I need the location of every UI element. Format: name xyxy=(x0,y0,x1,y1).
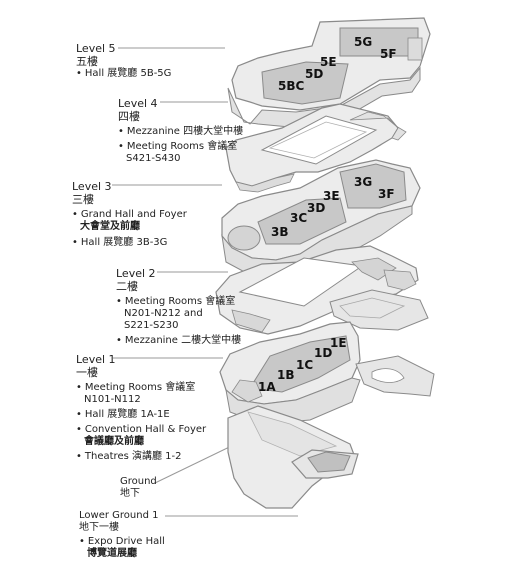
hall-label-5g: 5G xyxy=(354,35,372,49)
lower-ground-chinese-title: 地下一樓 xyxy=(79,522,119,533)
level4-legend: Level 4 四樓 Mezzanine 四樓大堂中樓 Meeting Room… xyxy=(118,97,243,165)
lower-ground-item-expo-drive-hall-cn: 博覽道展廳 xyxy=(87,548,137,559)
level3-item-hall: Hall 展覽廳 3B-3G xyxy=(72,237,187,249)
level2-chinese-title: 二樓 xyxy=(116,280,138,293)
level2-item-room-range-south: S221-S230 xyxy=(124,320,179,331)
level1-chinese-title: 一樓 xyxy=(76,366,98,379)
level3-legend: Level 3 三樓 Grand Hall and Foyer 大會堂及前廳 H… xyxy=(72,180,187,249)
level5-legend: Level 5 五樓 Hall 展覽廳 5B-5G xyxy=(76,42,171,80)
ground-floor xyxy=(227,405,357,509)
hall-block-3b-3e xyxy=(257,197,347,245)
level1-legend: Level 1 一樓 Meeting Rooms 會議室 N101-N112 H… xyxy=(76,353,206,463)
hall-label-5bc: 5BC xyxy=(278,79,304,93)
level1-item-meeting-rooms: Meeting Rooms 會議室 xyxy=(76,382,206,394)
level3-chinese-title: 三樓 xyxy=(72,193,94,206)
hall-label-3f: 3F xyxy=(378,187,395,201)
level4-item-room-range: S421-S430 xyxy=(126,153,181,164)
level1-item-convention-hall: Convention Hall & Foyer xyxy=(76,424,206,436)
lower-ground-legend: Lower Ground 1 地下一樓 Expo Drive Hall 博覽道展… xyxy=(79,510,165,560)
hall-label-5f: 5F xyxy=(380,47,397,61)
hall-label-3e: 3E xyxy=(323,189,340,203)
hall-block-5g-5f xyxy=(339,27,419,57)
level2-floor xyxy=(215,245,429,335)
level3-hall-labels: 3G 3F 3E 3D 3C 3B xyxy=(271,175,395,239)
level1-title: Level 1 xyxy=(76,353,116,366)
hall-block-5bc-5d-5e xyxy=(261,61,349,105)
hall-label-3d: 3D xyxy=(307,201,325,215)
hall-label-1a: 1A xyxy=(258,380,276,394)
lower-ground-title: Lower Ground 1 xyxy=(79,510,159,521)
hall-label-3g: 3G xyxy=(354,175,372,189)
hall-label-5d: 5D xyxy=(305,67,323,81)
level2-legend: Level 2 二樓 Meeting Rooms 會議室 N201-N212 a… xyxy=(116,267,241,347)
hall-label-3c: 3C xyxy=(290,211,307,225)
level1-item-theatres: Theatres 演講廳 1-2 xyxy=(76,451,206,463)
level4-item-mezzanine: Mezzanine 四樓大堂中樓 xyxy=(118,126,243,138)
hall-label-1c: 1C xyxy=(296,358,313,372)
lower-ground-item-expo-drive-hall: Expo Drive Hall xyxy=(79,536,165,548)
hall-block-3f-3g xyxy=(339,163,407,209)
hall-label-5e: 5E xyxy=(320,55,337,69)
ground-chinese-title: 地下 xyxy=(120,488,140,499)
level4-title: Level 4 xyxy=(118,97,158,110)
level1-floor xyxy=(219,321,435,425)
level5-floor xyxy=(227,17,431,129)
lower-ground-floor xyxy=(291,449,359,479)
hall-block-1a-1e xyxy=(249,335,351,393)
level5-title: Level 5 xyxy=(76,42,116,55)
level1-item-hall: Hall 展覽廳 1A-1E xyxy=(76,409,206,421)
hall-label-1e: 1E xyxy=(330,336,347,350)
level4-floor xyxy=(225,103,407,193)
level2-title: Level 2 xyxy=(116,267,156,280)
level1-hall-labels: 1E 1D 1C 1B 1A xyxy=(258,336,347,394)
expo-drive-hall-block xyxy=(307,451,351,473)
level5-item-hall: Hall 展覽廳 5B-5G xyxy=(76,68,172,80)
level5-chinese-title: 五樓 xyxy=(76,55,98,68)
ground-legend: Ground 地下 xyxy=(120,476,157,500)
level3-title: Level 3 xyxy=(72,180,112,193)
level4-chinese-title: 四樓 xyxy=(118,110,140,123)
level1-item-room-range: N101-N112 xyxy=(84,394,141,405)
level3-item-grand-hall-cn: 大會堂及前廳 xyxy=(80,221,140,232)
grand-hall-shape xyxy=(227,225,261,251)
ground-title: Ground xyxy=(120,476,157,487)
level3-floor xyxy=(221,159,421,277)
level5-hall-labels: 5G 5F 5E 5D 5BC xyxy=(278,35,397,93)
level3-item-grand-hall: Grand Hall and Foyer xyxy=(72,209,187,221)
level2-item-mezzanine: Mezzanine 二樓大堂中樓 xyxy=(116,335,241,347)
level1-item-convention-hall-cn: 會議廳及前廳 xyxy=(84,436,144,447)
hall-label-1b: 1B xyxy=(277,368,295,382)
level2-item-meeting-rooms: Meeting Rooms 會議室 xyxy=(116,296,241,308)
hall-label-1d: 1D xyxy=(314,346,332,360)
level4-item-meeting-rooms: Meeting Rooms 會議室 xyxy=(118,141,243,153)
hall-label-3b: 3B xyxy=(271,225,289,239)
level2-item-room-range-north: N201-N212 and xyxy=(124,308,203,319)
